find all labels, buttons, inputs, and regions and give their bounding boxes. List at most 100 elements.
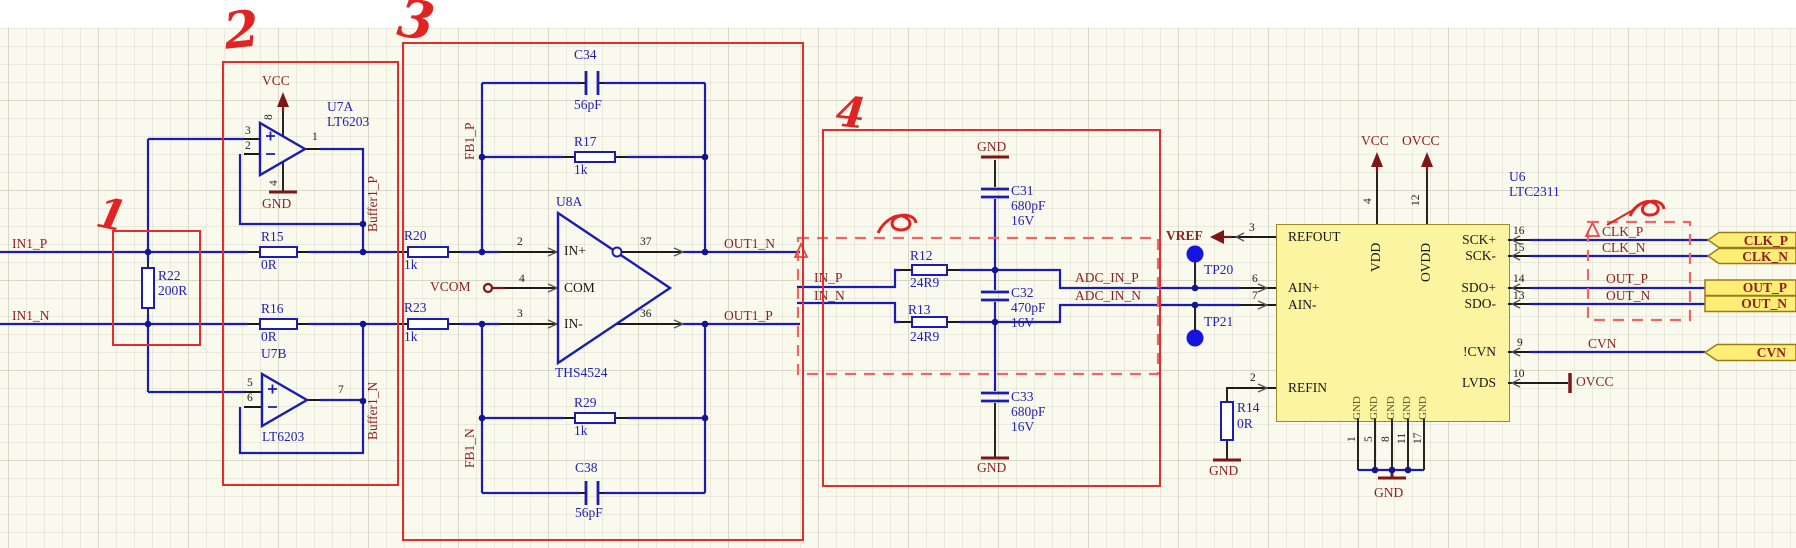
annotation-box-4 (822, 129, 1161, 487)
port-out-n[interactable] (1704, 295, 1796, 313)
designator-c34: C34 (574, 47, 597, 62)
pin-num-u6-9: 9 (1517, 337, 1523, 349)
power-label-ovcc-lvds: OVCC (1576, 374, 1614, 389)
test-point-tp21[interactable] (1186, 329, 1204, 347)
pin-stubs (147, 82, 1568, 494)
value-r15: 0R (261, 257, 277, 272)
junction-dots (144, 153, 1412, 474)
pin-num-u6-11: 11 (1396, 432, 1408, 444)
designator-r15: R15 (261, 229, 284, 244)
pin-name-ovdd: OVDD (1418, 243, 1433, 282)
net-label-in-n: IN_N (814, 288, 845, 303)
pin-num-u8a-3: 3 (517, 308, 523, 320)
wires[interactable] (0, 81, 1708, 495)
capacitor-bodies[interactable] (584, 71, 1009, 505)
annotation-box-2 (222, 61, 399, 486)
port-cvn[interactable] (1703, 343, 1796, 362)
power-label-gnd-u7a: GND (262, 196, 292, 211)
value-r13: 24R9 (910, 329, 940, 344)
pin-name-gnd-2: GND (1368, 396, 1380, 420)
pin-num-u7b-5: 5 (247, 377, 253, 389)
net-label-out-p: OUT_P (1606, 271, 1649, 286)
net-label-clk-p: CLK_P (1602, 224, 1644, 239)
pin-num-u8a-2: 2 (517, 236, 523, 248)
pin-name-sdo-plus: SDO+ (1461, 280, 1496, 295)
pin-num-u6-1: 1 (1346, 436, 1358, 442)
pin-num-u6-5: 5 (1363, 436, 1375, 442)
designator-r20: R20 (404, 228, 427, 243)
pin-num-u6-6: 6 (1252, 273, 1258, 285)
pin-name-vdd: VDD (1368, 242, 1383, 272)
net-label-out-n: OUT_N (1606, 288, 1651, 303)
handwritten-2: 2 (221, 0, 262, 61)
net-label-out1-p: OUT1_P (724, 308, 773, 323)
designator-r23: R23 (404, 300, 427, 315)
designator-r16: R16 (261, 301, 284, 316)
port-clk-p[interactable] (1706, 231, 1796, 249)
designator-u6: U6 (1509, 169, 1526, 184)
pin-num-u6-12: 12 (1410, 194, 1422, 207)
pin-num-u7b-6: 6 (247, 392, 253, 404)
designator-u8a: U8A (556, 194, 583, 209)
net-label-clk-n: CLK_N (1602, 240, 1646, 255)
designator-c33: C33 (1011, 389, 1034, 404)
value-r20: 1k (404, 257, 418, 272)
pin-num-u8a-37: 37 (640, 236, 652, 248)
designator-u7b: U7B (261, 346, 287, 361)
pin-name-gnd-4: GND (1401, 396, 1413, 420)
red-triangle-markers (793, 220, 1601, 258)
net-label-in1-p: IN1_P (12, 236, 48, 251)
pin-name-u8a-com: COM (564, 280, 595, 295)
designator-r14: R14 (1237, 400, 1260, 415)
net-label-adc-in-n: ADC_IN_N (1075, 288, 1141, 303)
power-label-gnd-filter-top: GND (977, 139, 1007, 154)
pin-name-ain-plus: AIN+ (1288, 280, 1320, 295)
resistor-bodies[interactable] (141, 151, 1234, 441)
net-label-in1-n: IN1_N (12, 308, 50, 323)
designator-u7a: U7A (327, 99, 354, 114)
pin-name-gnd-5: GND (1417, 396, 1429, 420)
part-u6: LTC2311 (1509, 184, 1560, 199)
port-clk-n[interactable] (1706, 247, 1796, 265)
designator-r17: R17 (574, 134, 597, 149)
test-point-tp20[interactable] (1186, 245, 1204, 263)
value-r16: 0R (261, 329, 277, 344)
pin-num-u7a-2: 2 (245, 140, 251, 152)
power-label-vcc-u7a: VCC (262, 73, 290, 88)
red-dashed-highlights (796, 220, 1692, 376)
port-label-clk-p: CLK_P (1743, 233, 1788, 248)
pin-num-u6-16: 16 (1513, 225, 1525, 237)
designator-r12: R12 (910, 248, 933, 263)
annotation-box-3 (402, 42, 804, 541)
pin-name-lvds: LVDS (1461, 375, 1496, 390)
pin-name-ain-minus: AIN- (1288, 297, 1317, 312)
value-r22: 200R (158, 283, 188, 298)
part-u7b: LT6203 (262, 429, 305, 444)
handwritten-4: 4 (833, 86, 868, 139)
pin-num-u6-17: 17 (1412, 432, 1424, 445)
part-u8a: THS4524 (555, 365, 608, 380)
value-r23: 1k (404, 329, 418, 344)
designator-c31: C31 (1011, 183, 1034, 198)
pin-name-refin: REFIN (1288, 380, 1328, 395)
designator-c38: C38 (575, 460, 598, 475)
voltage-c31: 16V (1011, 213, 1035, 228)
power-label-gnd-filter-bottom: GND (977, 460, 1007, 475)
power-label-gnd-r14: GND (1209, 463, 1239, 478)
part-u7a: LT6203 (327, 114, 370, 129)
port-label-clk-n: CLK_N (1742, 249, 1788, 264)
net-label-cvn: CVN (1588, 336, 1617, 351)
pin-num-u6-7: 7 (1252, 290, 1258, 302)
opamp-symbols[interactable] (258, 120, 673, 429)
designator-tp21: TP21 (1204, 314, 1234, 329)
power-label-gnd-u6: GND (1374, 485, 1404, 500)
value-c34: 56pF (574, 97, 602, 112)
ic-u6-ltc2311-body[interactable] (1276, 224, 1510, 422)
pin-name-sck-plus: SCK+ (1462, 232, 1496, 247)
value-r17: 1k (574, 162, 588, 177)
pin-num-u6-3: 3 (1249, 222, 1255, 234)
pin-num-u6-8: 8 (1380, 436, 1392, 442)
value-c31: 680pF (1011, 198, 1046, 213)
